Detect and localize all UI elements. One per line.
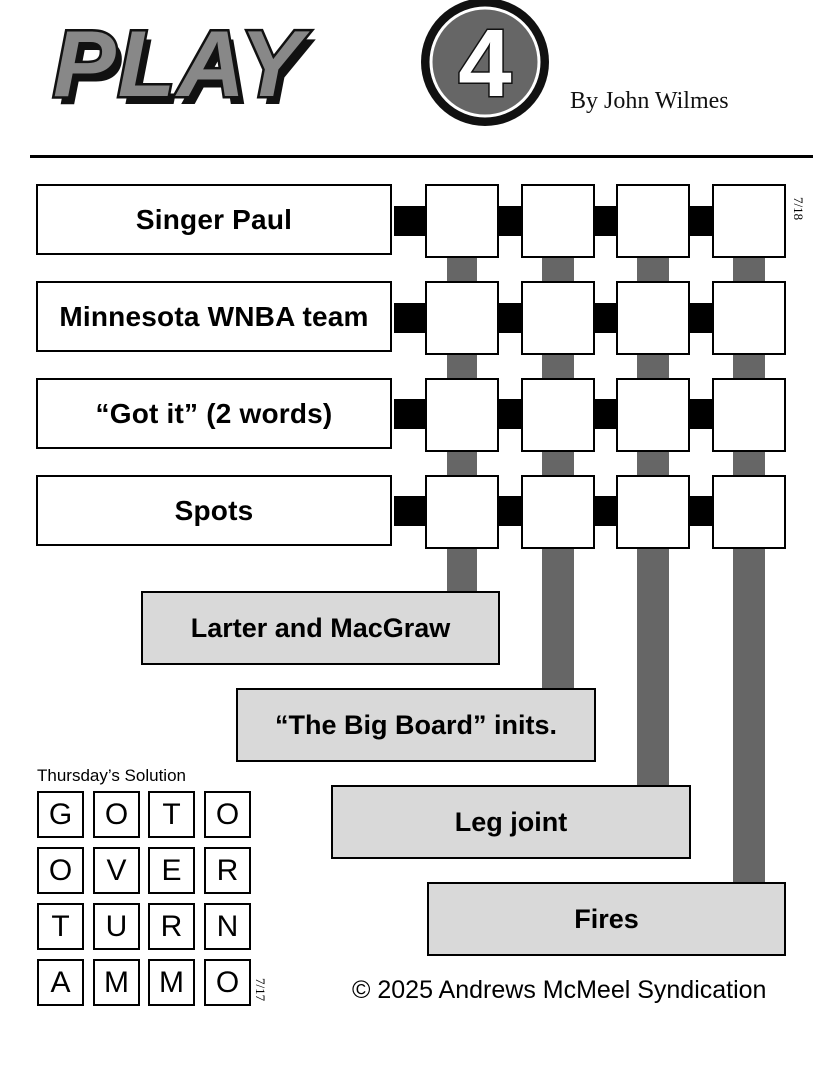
down-clue-2: “The Big Board” inits.	[236, 688, 596, 762]
solution-cell: O	[93, 791, 140, 838]
solution-cell: E	[148, 847, 195, 894]
solution-cell: V	[93, 847, 140, 894]
across-clue-2: Minnesota WNBA team	[36, 281, 392, 352]
across-connector	[689, 303, 713, 333]
across-connector	[498, 399, 522, 429]
answer-cell-r4c2[interactable]	[521, 475, 595, 549]
solution-cell: N	[204, 903, 251, 950]
answer-cell-r4c1[interactable]	[425, 475, 499, 549]
answer-cell-r2c3[interactable]	[616, 281, 690, 355]
header-divider	[30, 155, 813, 158]
across-clue-4: Spots	[36, 475, 392, 546]
answer-cell-r3c2[interactable]	[521, 378, 595, 452]
solution-cell: T	[148, 791, 195, 838]
down-clue-1: Larter and MacGraw	[141, 591, 500, 665]
across-clue-3: “Got it” (2 words)	[36, 378, 392, 449]
solution-cell: O	[204, 791, 251, 838]
copyright: © 2025 Andrews McMeel Syndication	[352, 976, 767, 1004]
answer-cell-r1c1[interactable]	[425, 184, 499, 258]
solution-cell: M	[148, 959, 195, 1006]
answer-cell-r2c1[interactable]	[425, 281, 499, 355]
logo-text: PLAY	[53, 11, 310, 116]
logo-circle-inner	[429, 6, 541, 118]
across-connector	[394, 496, 426, 526]
answer-cell-r1c2[interactable]	[521, 184, 595, 258]
across-connector	[594, 303, 618, 333]
answer-cell-r1c3[interactable]	[616, 184, 690, 258]
solution-title: Thursday’s Solution	[37, 766, 186, 785]
answer-cell-r1c4[interactable]	[712, 184, 786, 258]
across-connector	[394, 206, 426, 236]
down-clue-4: Fires	[427, 882, 786, 956]
answer-cell-r2c4[interactable]	[712, 281, 786, 355]
down-connector-4	[733, 255, 765, 885]
down-clue-3: Leg joint	[331, 785, 691, 859]
across-connector	[394, 303, 426, 333]
solution-cell: U	[93, 903, 140, 950]
across-connector	[594, 496, 618, 526]
across-connector	[594, 206, 618, 236]
solution-date: 7/17	[253, 978, 268, 1002]
solution-cell: R	[204, 847, 251, 894]
puzzle-date: 7/18	[791, 197, 806, 221]
solution-cell: O	[37, 847, 84, 894]
answer-cell-r3c3[interactable]	[616, 378, 690, 452]
across-connector	[498, 496, 522, 526]
across-connector	[689, 399, 713, 429]
solution-cell: R	[148, 903, 195, 950]
byline: By John Wilmes	[570, 88, 729, 114]
answer-cell-r3c4[interactable]	[712, 378, 786, 452]
answer-cell-r4c4[interactable]	[712, 475, 786, 549]
logo-text-shadow: PLAY	[59, 19, 316, 124]
across-connector	[394, 399, 426, 429]
solution-cell: O	[204, 959, 251, 1006]
logo-number: 4	[458, 10, 511, 117]
solution-cell: M	[93, 959, 140, 1006]
across-connector	[498, 303, 522, 333]
answer-cell-r4c3[interactable]	[616, 475, 690, 549]
answer-cell-r2c2[interactable]	[521, 281, 595, 355]
across-clue-1: Singer Paul	[36, 184, 392, 255]
play4-logo: PLAY PLAY 4	[45, 0, 560, 140]
solution-cell: G	[37, 791, 84, 838]
across-connector	[689, 496, 713, 526]
answer-cell-r3c1[interactable]	[425, 378, 499, 452]
across-connector	[594, 399, 618, 429]
solution-cell: A	[37, 959, 84, 1006]
across-connector	[498, 206, 522, 236]
across-connector	[689, 206, 713, 236]
solution-cell: T	[37, 903, 84, 950]
